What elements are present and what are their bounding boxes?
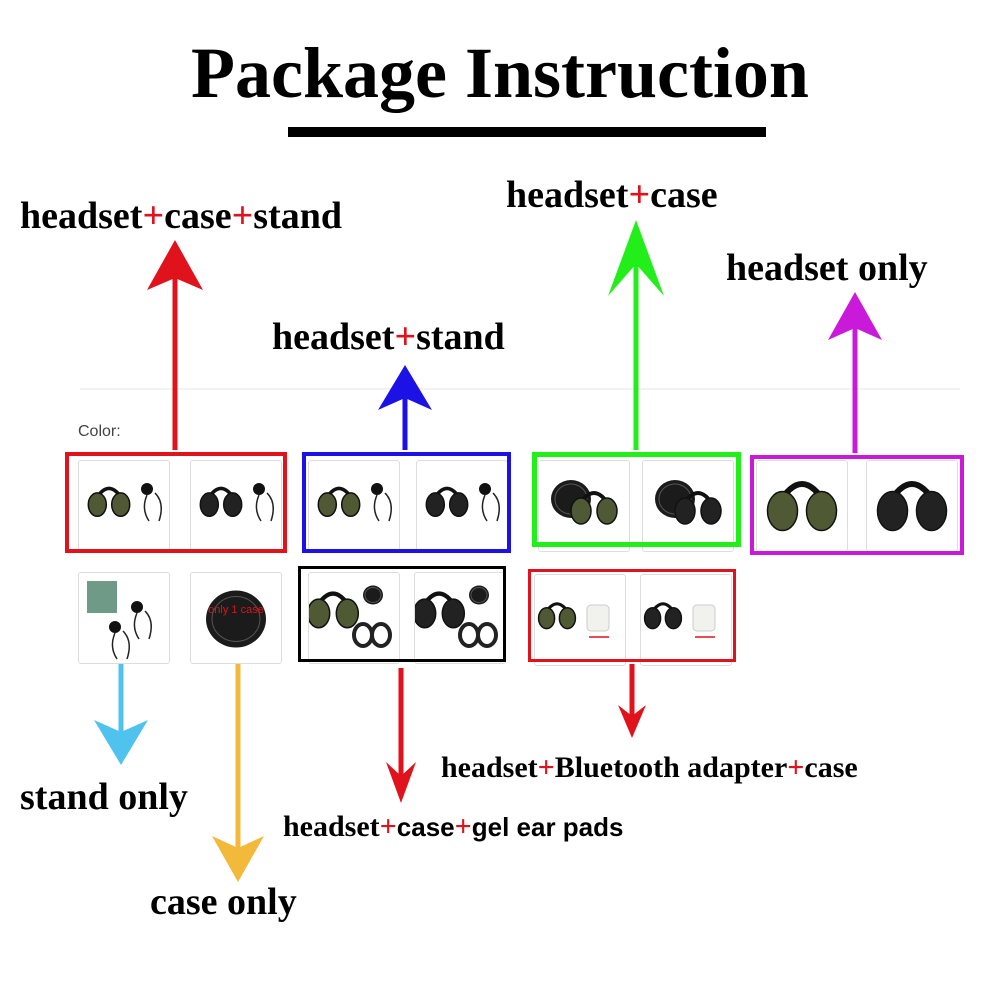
earmuff-headset-icon	[876, 481, 948, 532]
case-icon	[206, 590, 266, 648]
earmuff-headset-icon	[570, 491, 618, 525]
group-box-headset-case-gel-ear-pads	[298, 566, 506, 662]
earmuff-headset-icon	[766, 481, 838, 532]
ear-pad-icon	[352, 622, 392, 648]
part-headset: headset	[20, 195, 143, 237]
part-stand: stand	[416, 316, 505, 358]
plus-sign: +	[394, 316, 417, 358]
group-box-headset-case-stand	[65, 452, 287, 553]
case-only-overlay-text: only 1 case	[208, 604, 264, 616]
earmuff-headset-icon	[199, 486, 243, 518]
part-case: case	[396, 812, 455, 842]
variant-thumbnail-headset-case-pads-black[interactable]	[414, 572, 506, 664]
arrow-up-blue-icon	[378, 365, 432, 450]
variant-thumbnail-headset-case-pads-green[interactable]	[308, 572, 400, 664]
ear-pad-icon	[458, 622, 498, 648]
variant-thumbnail-headset-only-green[interactable]	[756, 460, 848, 552]
variant-thumbnail-headset-case-stand-green[interactable]	[78, 460, 170, 552]
product-photo	[87, 581, 117, 613]
title-underline	[288, 127, 766, 137]
divider	[80, 388, 960, 390]
group-box-headset-stand	[302, 452, 511, 553]
plus-sign: +	[628, 174, 651, 216]
case-icon	[469, 585, 489, 605]
earmuff-headset-icon	[415, 591, 466, 629]
part-case: case	[164, 195, 232, 237]
arrow-down-gold-icon	[212, 664, 264, 882]
stand-icon	[371, 483, 392, 522]
arrow-up-green-icon	[608, 220, 664, 450]
stand-icon	[109, 621, 130, 660]
part-gel-ear-pads: gel ear pads	[471, 812, 624, 842]
stand-icon	[479, 483, 500, 522]
part-case: case	[804, 751, 858, 784]
arrow-down-sky-icon	[94, 664, 148, 765]
earmuff-headset-icon	[537, 602, 577, 630]
option-label-stand-only: stand only	[20, 776, 188, 818]
group-box-headset-bluetooth-adapter-case	[528, 569, 736, 662]
variant-thumbnail-headset-case-black[interactable]	[642, 460, 734, 552]
variant-thumbnail-case-only[interactable]: only 1 case	[190, 572, 282, 664]
stand-icon	[131, 601, 152, 640]
arrow-down-red-icon	[386, 668, 416, 803]
option-label-case-only: case only	[150, 881, 297, 923]
bluetooth-adapter-icon	[692, 604, 716, 638]
group-box-headset-case	[532, 452, 741, 547]
earmuff-headset-icon	[425, 486, 469, 518]
option-label-headset-bluetooth-adapter-case: headset+Bluetooth adapter+case	[441, 751, 858, 785]
part-headset: headset	[272, 316, 395, 358]
earmuff-headset-icon	[87, 486, 131, 518]
part-headset: headset	[283, 810, 380, 843]
arrow-up-red-icon	[147, 240, 203, 450]
part-stand: stand	[253, 195, 343, 237]
option-label-headset-only: headset only	[726, 247, 928, 289]
variant-thumbnail-headset-stand-black[interactable]	[416, 460, 508, 552]
plus-sign: +	[231, 195, 254, 237]
variant-thumbnail-headset-bluetooth-black[interactable]	[640, 574, 732, 666]
stand-icon	[253, 483, 274, 522]
earmuff-headset-icon	[643, 602, 683, 630]
plus-sign: +	[379, 810, 397, 843]
plus-sign: +	[454, 810, 472, 843]
variant-thumbnail-headset-case-green[interactable]	[538, 460, 630, 552]
color-label: Color:	[78, 423, 121, 440]
option-label-headset-case-gel-ear-pads: headset+case+gel ear pads	[283, 810, 623, 844]
option-label-headset-stand: headset+stand	[272, 315, 505, 359]
part-headset: headset	[441, 751, 538, 784]
stand-icon	[141, 483, 162, 522]
plus-sign: +	[142, 195, 165, 237]
arrow-up-purple-icon	[828, 292, 882, 453]
earmuff-headset-icon	[309, 591, 360, 629]
group-box-headset-only	[750, 455, 964, 555]
page-title: Package Instruction	[191, 33, 809, 113]
arrow-down-red-icon	[618, 664, 646, 738]
part-bluetooth-adapter: Bluetooth adapter	[554, 751, 788, 784]
variant-thumbnail-stand-only[interactable]	[78, 572, 170, 664]
variant-thumbnail-headset-bluetooth-green[interactable]	[534, 574, 626, 666]
plus-sign: +	[787, 751, 805, 784]
option-label-headset-case-stand: headset+case+stand	[20, 194, 342, 238]
option-label-headset-case: headset+case	[506, 173, 718, 217]
case-icon	[363, 585, 383, 605]
part-headset: headset	[506, 174, 629, 216]
plus-sign: +	[537, 751, 555, 784]
bluetooth-adapter-icon	[586, 604, 610, 638]
earmuff-headset-icon	[317, 486, 361, 518]
variant-thumbnail-headset-case-stand-black[interactable]	[190, 460, 282, 552]
variant-thumbnail-headset-only-black[interactable]	[866, 460, 958, 552]
part-case: case	[650, 174, 718, 216]
earmuff-headset-icon	[674, 491, 722, 525]
